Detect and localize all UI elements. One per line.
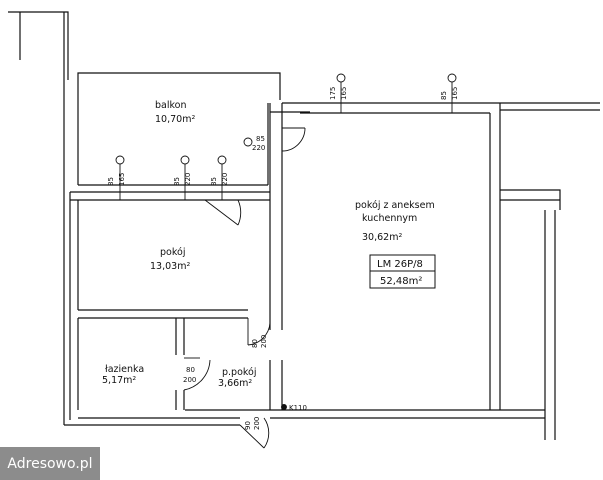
watermark-text: Adresowo.pl xyxy=(7,455,93,472)
door-lazienka-w: 80 xyxy=(186,366,195,374)
przedpokoj-area: 3,66m² xyxy=(218,378,252,389)
przedpokoj-name: p.pokój xyxy=(222,367,257,378)
win-pokoj2-w: 85 xyxy=(210,177,218,186)
pokoj-area: 13,03m² xyxy=(150,261,190,272)
door-entry-w: 90 xyxy=(244,421,252,430)
walls xyxy=(8,11,600,440)
aneks-name-line1: pokój z aneksem xyxy=(355,200,435,211)
door-entry-h: 200 xyxy=(253,417,261,430)
balcony-door-h: 220 xyxy=(252,144,265,152)
aneks-name-line2: kuchennym xyxy=(362,213,417,224)
unit-area: 52,48m² xyxy=(380,276,422,287)
win-pokoj2-h: 220 xyxy=(221,173,229,186)
door-pokoj-w: 80 xyxy=(251,339,259,348)
win-pokoj-h: 165 xyxy=(118,173,126,186)
win-main2-w: 85 xyxy=(440,91,448,100)
door-pokoj-balcony-w: 85 xyxy=(173,177,181,186)
lazienka-area: 5,17m² xyxy=(102,375,136,386)
balkon-name: balkon xyxy=(155,100,187,111)
unit-code: LM 26P/8 xyxy=(377,259,423,270)
window-markers xyxy=(115,73,457,410)
unit-box: LM 26P/8 52,48m² xyxy=(369,254,436,289)
door-lazienka-h: 200 xyxy=(183,376,196,384)
win-main2-h: 165 xyxy=(451,87,459,100)
watermark-badge: Adresowo.pl xyxy=(0,447,100,480)
lazienka-name: łazienka xyxy=(105,364,144,375)
marker-label: K110 xyxy=(289,404,307,412)
win-main1-h: 165 xyxy=(340,87,348,100)
pokoj-name: pokój xyxy=(160,247,185,258)
win-main1-w: 175 xyxy=(329,87,337,100)
door-pokoj-balcony-h: 220 xyxy=(184,173,192,186)
win-pokoj-w: 85 xyxy=(107,177,115,186)
doors xyxy=(183,127,306,449)
aneks-area: 30,62m² xyxy=(362,232,402,243)
balcony-door-w: 85 xyxy=(256,135,265,143)
balkon-area: 10,70m² xyxy=(155,114,195,125)
door-pokoj-h: 200 xyxy=(260,335,268,348)
